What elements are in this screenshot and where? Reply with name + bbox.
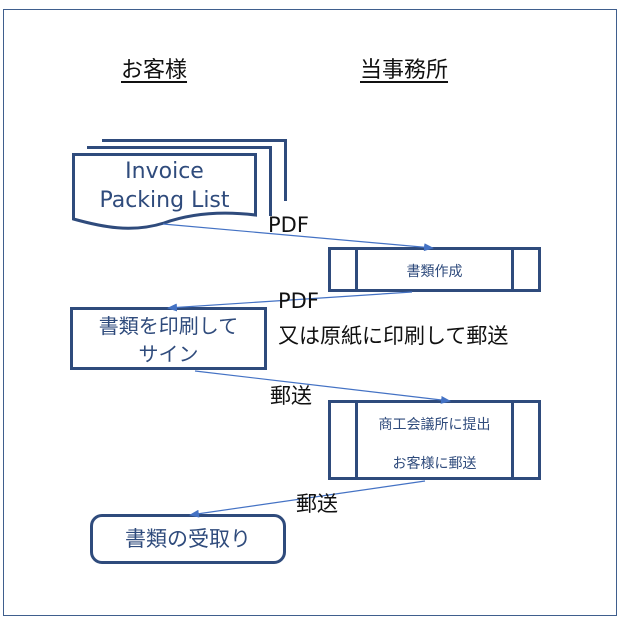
document-label-packing-list: Packing List: [99, 188, 230, 213]
document-stack-back: [102, 139, 287, 201]
process-submit-and-mail: 商工会議所に提出 お客様に郵送: [328, 400, 541, 480]
process-inner-line-right: [511, 250, 514, 289]
document-front: Invoice Packing List: [72, 153, 257, 230]
process-create-documents-label: 書類作成: [406, 264, 463, 280]
arrow-document-to-process: [162, 223, 434, 252]
customer-receive-box: 書類の受取り: [90, 514, 286, 564]
heading-office: 当事務所: [360, 58, 449, 83]
heading-customer: お客様: [121, 58, 188, 83]
process-inner-line-left: [355, 250, 358, 289]
document-label-invoice: Invoice: [125, 159, 204, 184]
process-create-documents: 書類作成: [328, 247, 541, 292]
customer-print-sign-line2: サイン: [138, 342, 199, 366]
document-stack-middle: [87, 146, 272, 216]
arrow-label-pdf: PDF: [268, 213, 309, 237]
process-submit-label: 商工会議所に提出: [378, 417, 491, 433]
arrow-label-mail-2: 郵送: [296, 492, 338, 516]
document-shape: [72, 153, 257, 230]
arrow-label-mail: 郵送: [270, 384, 312, 408]
arrow-label-pdf-2: PDF: [278, 289, 319, 313]
arrow-label-print-and-mail: 又は原紙に印刷して郵送: [278, 324, 509, 348]
arrow-process-to-receive: [189, 480, 426, 518]
process-inner-line-left: [355, 403, 358, 477]
arrow-customer-to-process: [194, 370, 451, 404]
process-mail-label: お客様に郵送: [392, 456, 477, 472]
customer-receive-label: 書類の受取り: [125, 527, 251, 551]
customer-print-sign-line1: 書類を印刷して: [98, 314, 239, 338]
arrow-process-to-customer: [167, 291, 413, 312]
process-inner-line-right: [511, 403, 514, 477]
